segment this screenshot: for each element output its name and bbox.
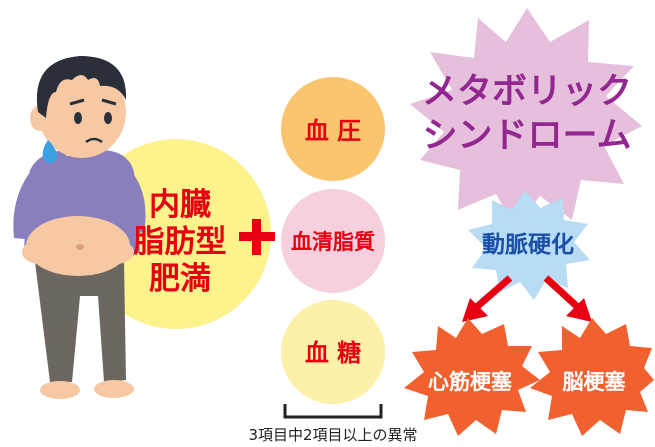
cerebral-infarction-label: 脳梗塞	[563, 370, 627, 394]
visceral-fat-line-3: 肥満	[149, 261, 211, 297]
blood-sugar-circle	[281, 300, 385, 404]
cerebral-burst	[530, 318, 654, 436]
bracket	[283, 404, 383, 419]
blood-pressure-circle	[281, 77, 385, 181]
myocardial-burst	[404, 318, 540, 436]
arrow-left-icon	[462, 275, 513, 322]
serum-lipid-circle	[281, 189, 385, 293]
boy-illustration	[13, 56, 146, 399]
visceral-fat-line-1: 内臓	[149, 187, 211, 223]
serum-lipid-label: 血清脂質	[291, 230, 375, 254]
abnormality-note: 3項目中2項目以上の異常	[248, 426, 417, 444]
blood-sugar-label: 血 糖	[305, 339, 361, 367]
metabolic-starburst	[410, 8, 642, 228]
visceral-fat-line-2: 脂肪型	[134, 224, 227, 260]
visceral-fat-label: 内臓 脂肪型 肥満	[134, 187, 227, 297]
arteriosclerosis-burst	[468, 190, 590, 300]
blood-pressure-label: 血 圧	[305, 117, 361, 145]
metabolic-line-1: メタボリック	[422, 72, 632, 112]
metabolic-line-2: シンドローム	[423, 116, 632, 156]
arteriosclerosis-label: 動脈硬化	[482, 231, 574, 258]
myocardial-infarction-label: 心筋梗塞	[428, 370, 513, 394]
plus-icon	[239, 219, 275, 255]
arrow-right-icon	[543, 275, 592, 322]
